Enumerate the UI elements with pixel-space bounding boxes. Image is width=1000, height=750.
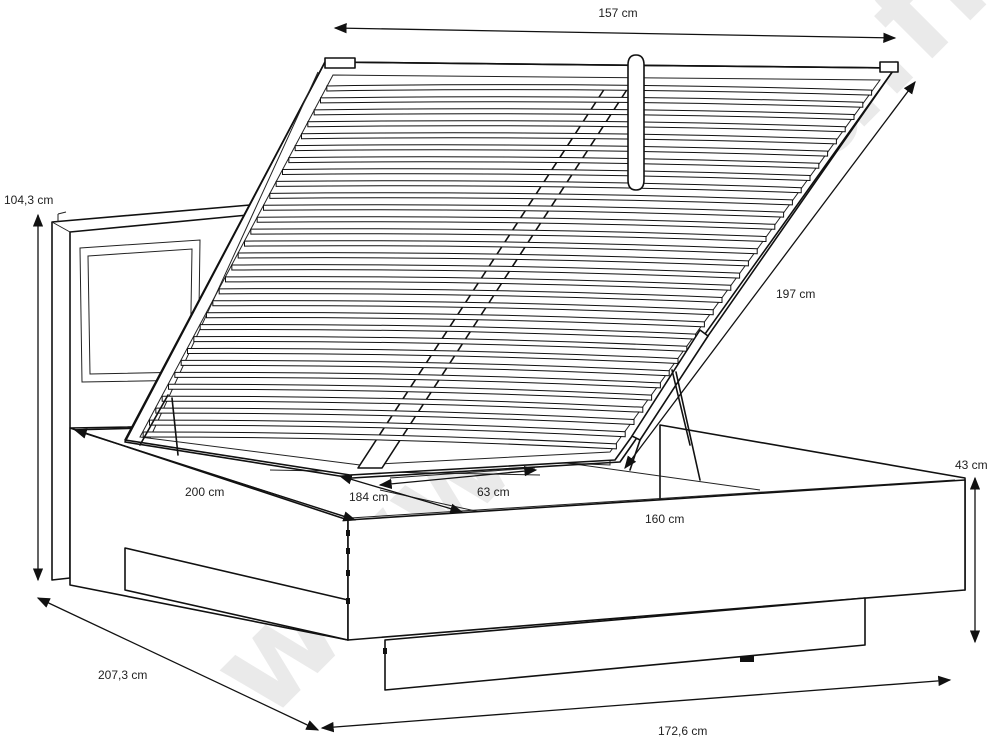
slatted-frame bbox=[124, 54, 899, 479]
footboard bbox=[346, 479, 966, 691]
label-overall-length: 207,3 cm bbox=[98, 668, 147, 682]
dim-line-top-width bbox=[333, 23, 897, 43]
label-storage-width: 63 cm bbox=[477, 485, 510, 499]
dim-line-overall-width bbox=[320, 675, 952, 733]
footboard-hinge-marks bbox=[346, 530, 754, 662]
label-storage-depth: 184 cm bbox=[349, 490, 388, 504]
label-top-width: 157 cm bbox=[598, 6, 637, 20]
dim-line-storage-width bbox=[378, 465, 538, 490]
label-overall-width: 172,6 cm bbox=[658, 724, 707, 738]
label-frame-diagonal: 197 cm bbox=[776, 287, 815, 301]
dim-line-mattress-length bbox=[73, 428, 357, 522]
lift-strap bbox=[627, 54, 645, 191]
label-headboard-height: 104,3 cm bbox=[4, 193, 53, 207]
label-mattress-length: 200 cm bbox=[185, 485, 224, 499]
dim-line-storage-depth bbox=[338, 474, 464, 514]
dimension-labels: 157 cm 104,3 cm 197 cm 43 cm 200 cm 184 … bbox=[4, 6, 988, 738]
dimension-lines bbox=[32, 23, 981, 733]
label-side-height: 43 cm bbox=[955, 458, 988, 472]
dim-line-overall-length bbox=[36, 597, 320, 731]
label-mattress-width: 160 cm bbox=[645, 512, 684, 526]
dim-line-frame-diagonal bbox=[624, 80, 916, 470]
